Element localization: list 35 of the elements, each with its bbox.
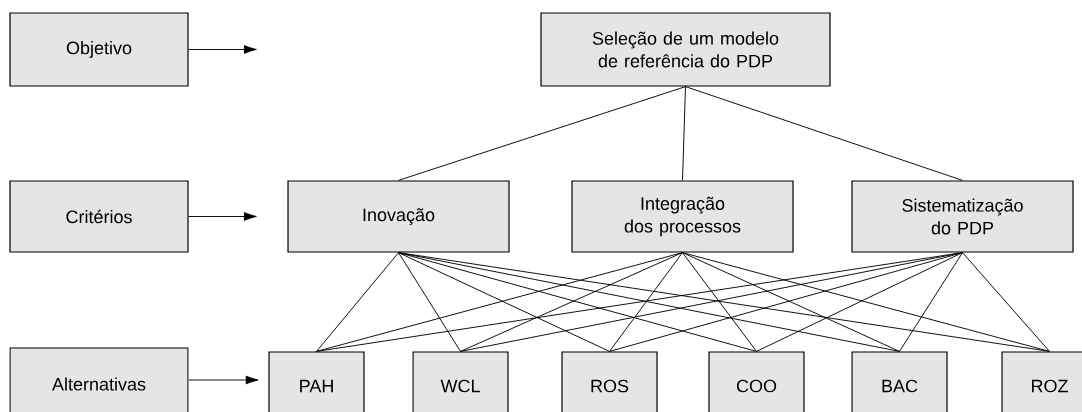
arrow [188, 45, 257, 54]
criterion-box: Seleção de um modelo de referência do PDP [540, 12, 831, 87]
alternative-box: ROS [561, 351, 658, 412]
connector-line [398, 252, 461, 352]
connector-line [398, 86, 686, 181]
criterion-box: Sistematização do PDP [851, 180, 1074, 253]
connector-line [460, 252, 683, 352]
connector-line [609, 252, 963, 352]
connector-line [398, 252, 1050, 352]
connector-line [962, 252, 1050, 352]
alternative-box: ROZ [1001, 351, 1082, 412]
connector-line [316, 252, 683, 352]
connector-line [316, 252, 963, 352]
arrow [188, 212, 257, 221]
connector-line [899, 252, 963, 352]
row-label-box: Objetivo [9, 12, 189, 87]
row-label-box: Alternativas [9, 347, 189, 412]
alternative-box: BAC [851, 351, 948, 412]
connector-line [682, 252, 757, 352]
row-label-box: Critérios [9, 180, 189, 253]
connector-line [609, 252, 683, 352]
connector-line [685, 86, 963, 181]
arrow [188, 375, 259, 385]
connector-line [682, 86, 686, 181]
alternative-box: COO [708, 351, 805, 412]
connector-line [682, 252, 900, 352]
criterion-box: Inovação [287, 180, 510, 253]
connector-line [398, 252, 757, 352]
connector-line [316, 252, 399, 352]
alternative-box: PAH [268, 351, 365, 412]
connector-line [682, 252, 1050, 352]
connector-line [398, 252, 610, 352]
criterion-box: Integração dos processos [571, 180, 794, 253]
connector-line [756, 252, 963, 352]
alternative-box: WCL [412, 351, 509, 412]
